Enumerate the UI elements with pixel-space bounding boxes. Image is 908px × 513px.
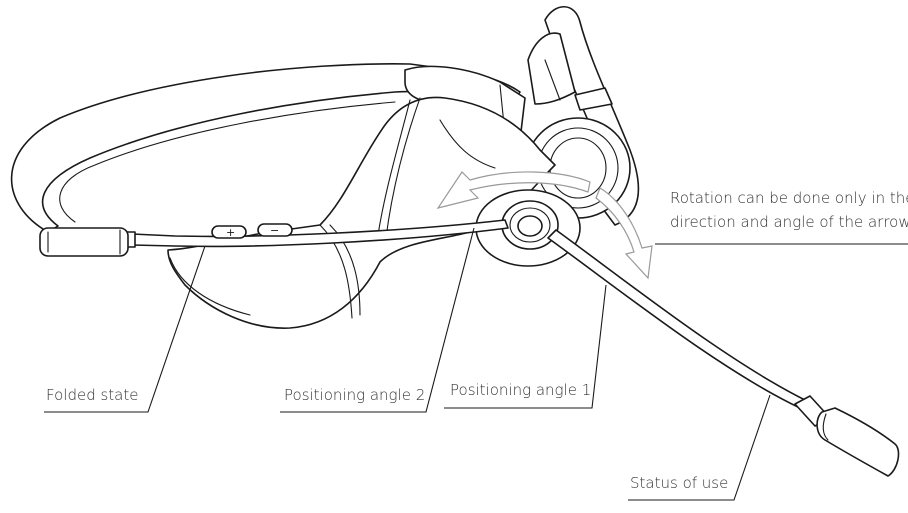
label-rotation-line1: Rotation can be done only in the — [670, 189, 908, 207]
label-positioning-angle-1: Positioning angle 1 — [450, 381, 592, 399]
extended-mic-tip — [816, 407, 900, 477]
label-positioning-angle-2: Positioning angle 2 — [284, 386, 426, 404]
neckband — [10, 63, 521, 233]
volume-up-button — [211, 225, 247, 239]
leader-status-of-use — [628, 394, 771, 501]
rotation-arrow-down — [595, 187, 653, 280]
svg-text:+: + — [226, 226, 235, 239]
label-folded-state: Folded state — [46, 386, 139, 404]
label-status-of-use: Status of use — [630, 474, 729, 492]
volume-down-button — [257, 223, 293, 237]
leader-positioning-angle-2 — [280, 227, 475, 413]
rotation-arrow-left — [436, 171, 591, 209]
leader-folded-state — [44, 245, 206, 413]
label-rotation-line2: direction and angle of the arrow — [670, 213, 908, 231]
folded-mic-tip — [39, 227, 129, 257]
svg-text:−: − — [270, 224, 279, 237]
rotation-hub-cap — [517, 215, 543, 237]
main-body — [167, 96, 556, 329]
leader-positioning-angle-1 — [444, 284, 607, 409]
